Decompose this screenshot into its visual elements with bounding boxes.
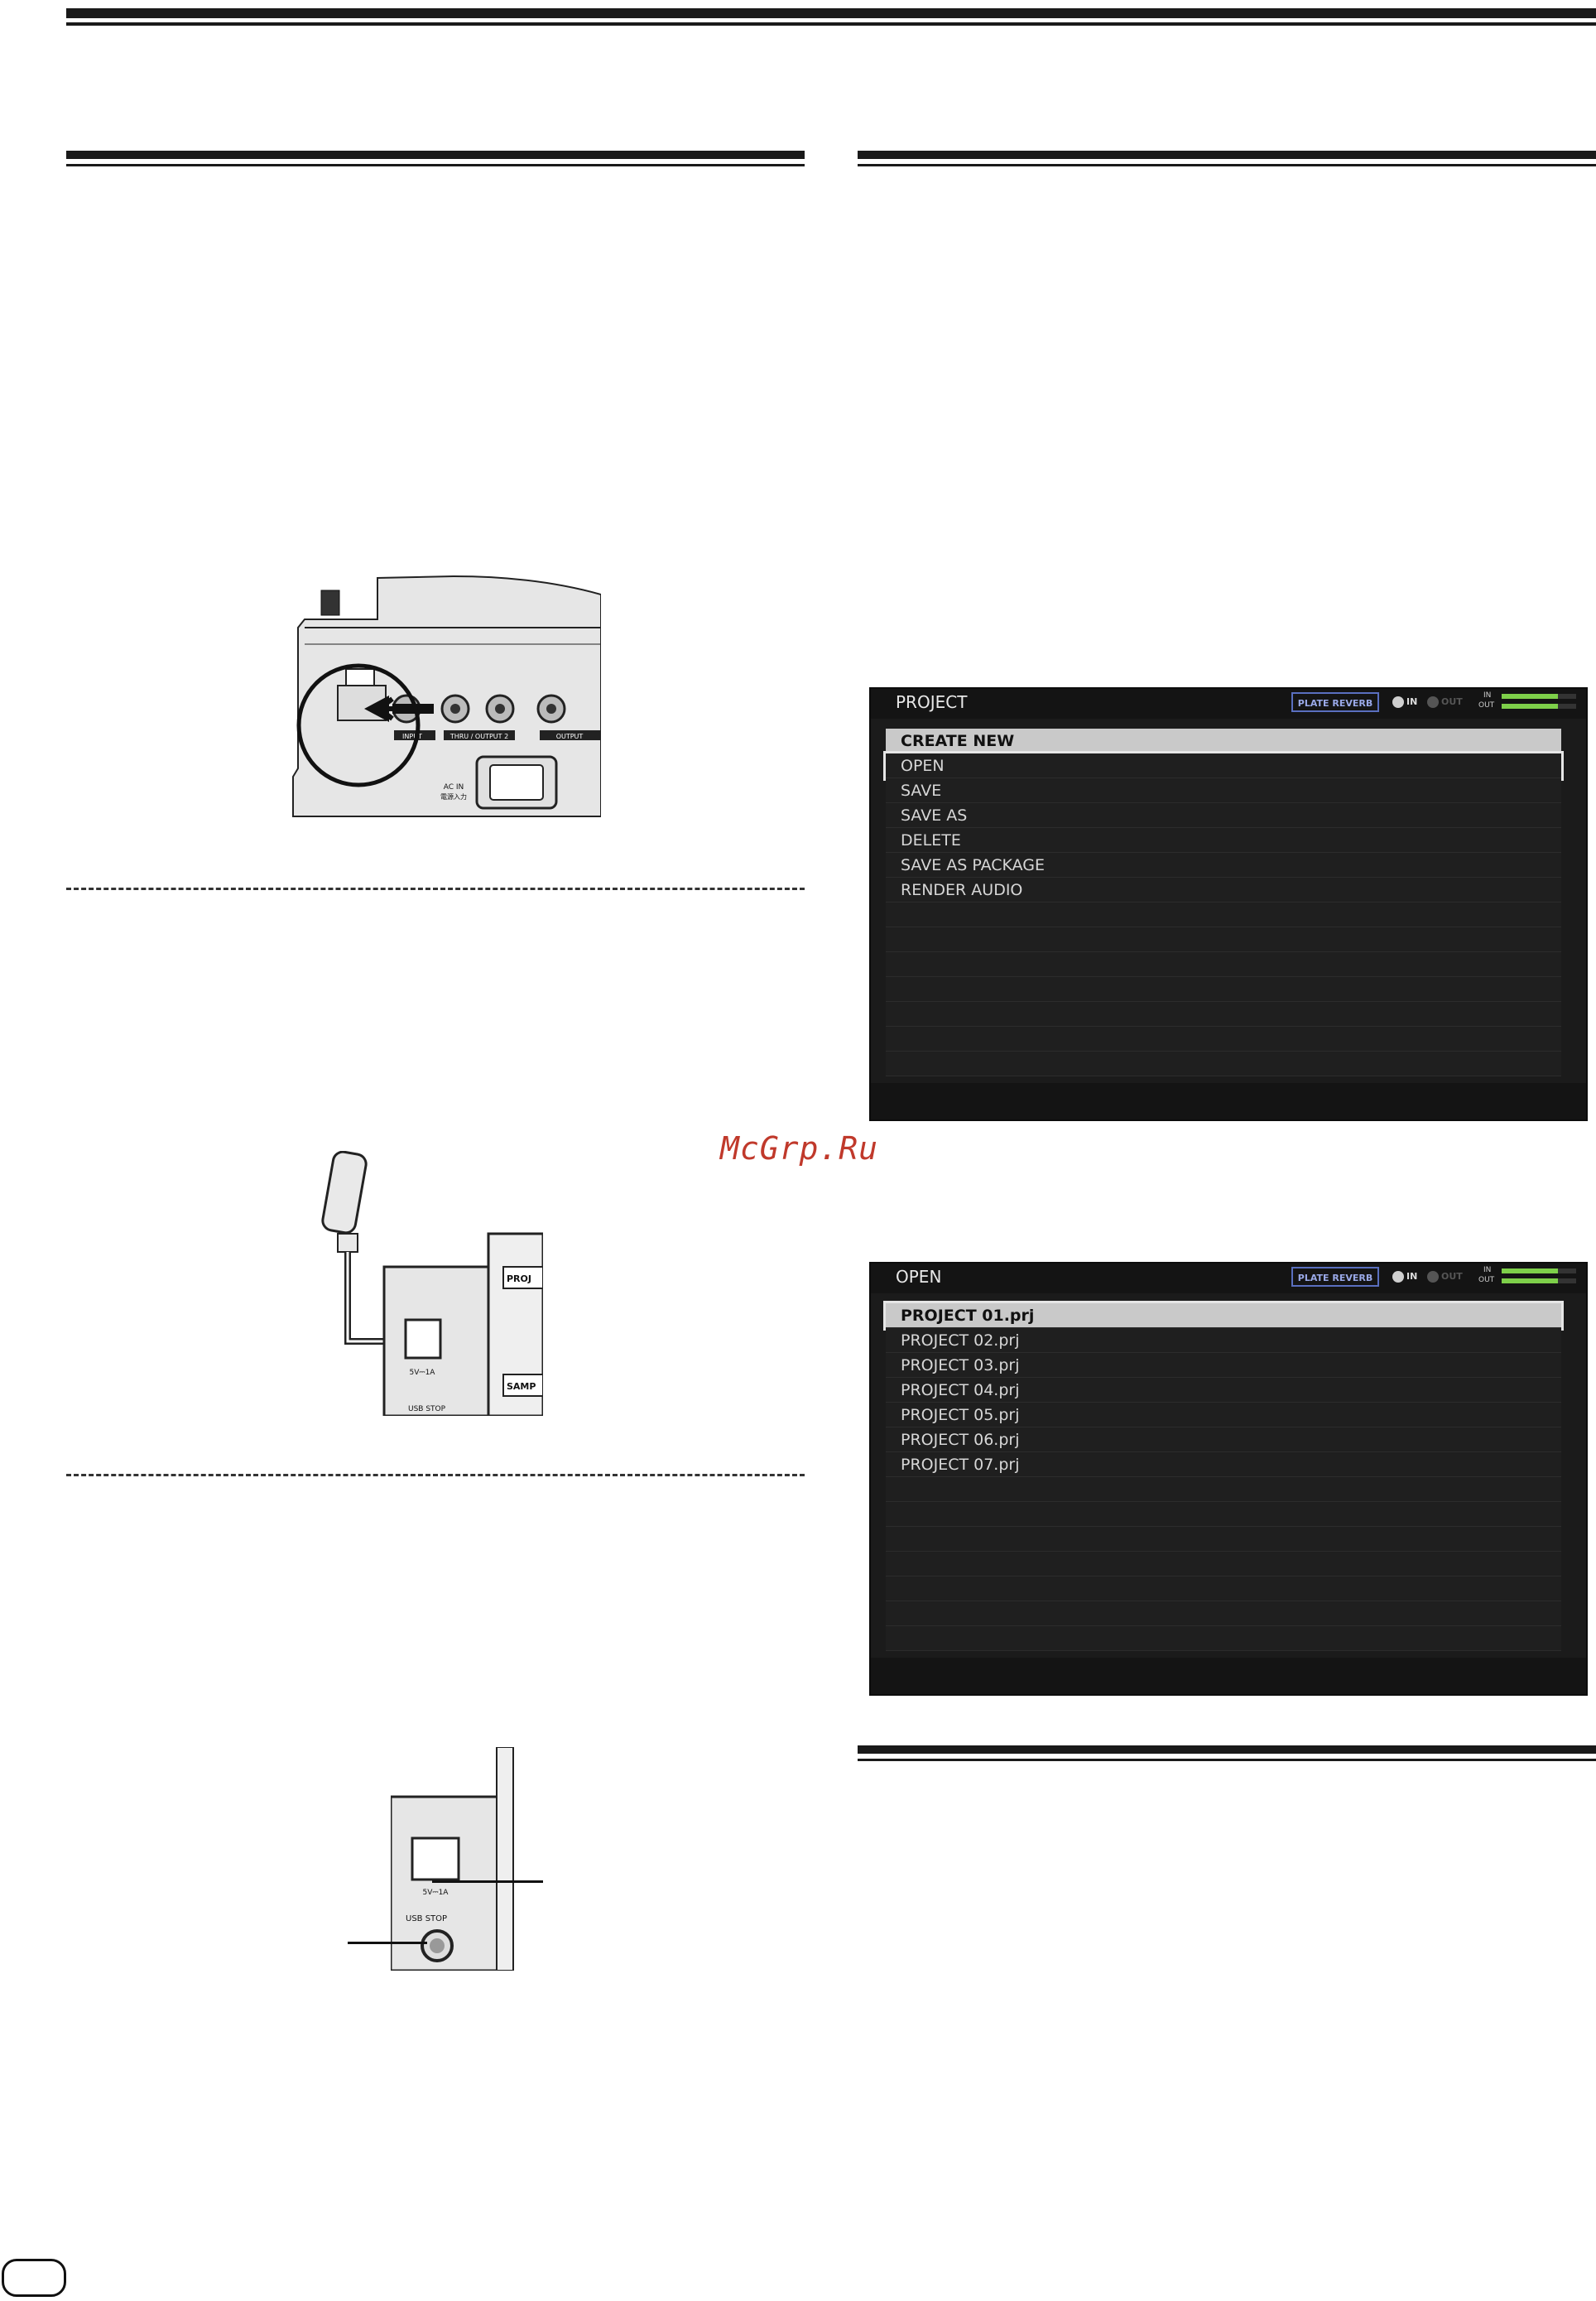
usb-port-callout	[432, 1880, 543, 1883]
open-meter-in	[1502, 1268, 1576, 1273]
empty-list-row	[886, 1601, 1561, 1626]
section-rule-right-2	[858, 1745, 1596, 1754]
open-out-indicator-label: OUT	[1441, 1271, 1463, 1282]
empty-list-row	[886, 1552, 1561, 1577]
empty-list-row	[886, 903, 1561, 927]
ac-in-label-jp: 電源入力	[440, 792, 467, 801]
usb-rating-label: 5V⎓1A	[410, 1369, 436, 1377]
list-item[interactable]: PROJECT 05.prj	[886, 1403, 1561, 1427]
list-item[interactable]: OPEN	[883, 751, 1564, 781]
list-item[interactable]: SAVE AS	[886, 803, 1561, 828]
list-item[interactable]: DELETE	[886, 828, 1561, 853]
project-menu-screen: PROJECT PLATE REVERB IN OUT IN OUT CREAT…	[869, 687, 1588, 1121]
open-screen-header: OPEN PLATE REVERB IN OUT IN OUT	[871, 1264, 1586, 1293]
usb-stop-rating-label: 5V⎓1A	[423, 1889, 449, 1897]
open-fx-badge[interactable]: PLATE REVERB	[1291, 1267, 1379, 1287]
project-screen-title: PROJECT	[896, 692, 968, 712]
project-screen-footer	[871, 1083, 1586, 1119]
section-rule-right-1	[858, 151, 1596, 159]
in-indicator-label: IN	[1406, 696, 1418, 707]
meter-in-label: IN	[1483, 691, 1492, 700]
fx-badge[interactable]: PLATE REVERB	[1291, 692, 1379, 712]
empty-list-row	[886, 1577, 1561, 1601]
usb-stop-button-label: USB STOP	[406, 1914, 447, 1923]
open-out-dot-icon	[1427, 1271, 1439, 1283]
list-item[interactable]: PROJECT 04.prj	[886, 1378, 1561, 1403]
empty-list-row	[886, 1002, 1561, 1027]
open-meter-out-label: OUT	[1478, 1276, 1495, 1284]
meter-in	[1502, 694, 1576, 699]
subsection-dash-2	[66, 1474, 805, 1476]
subsection-dash-1	[66, 888, 805, 890]
list-item[interactable]: PROJECT 02.prj	[886, 1328, 1561, 1353]
out-indicator: OUT	[1427, 696, 1463, 708]
empty-list-row	[886, 1502, 1561, 1527]
output-label: OUTPUT	[556, 733, 584, 740]
meter-out-label: OUT	[1478, 701, 1495, 710]
watermark: McGrp.Ru	[720, 1130, 879, 1167]
empty-list-row	[886, 977, 1561, 1002]
list-item[interactable]: PROJECT 03.prj	[886, 1353, 1561, 1378]
usb-stop-label: USB STOP	[408, 1405, 446, 1413]
in-indicator: IN	[1392, 696, 1417, 708]
open-in-indicator: IN	[1392, 1271, 1417, 1283]
page-language-badge	[2, 2259, 66, 2297]
list-item[interactable]: CREATE NEW	[886, 729, 1561, 753]
project-screen-header: PROJECT PLATE REVERB IN OUT IN OUT	[871, 689, 1586, 719]
open-screen-footer	[871, 1658, 1586, 1694]
sampler-button-label: SAMP	[507, 1381, 536, 1392]
list-item[interactable]: PROJECT 07.prj	[886, 1452, 1561, 1477]
header-rule-thick	[66, 8, 1596, 18]
open-in-dot-icon	[1392, 1271, 1404, 1283]
open-screen-title: OPEN	[896, 1267, 942, 1287]
usb-connect-illustration: 5V⎓1A USB STOP PROJ SAMP	[313, 1151, 543, 1416]
out-indicator-label: OUT	[1441, 696, 1463, 707]
open-in-indicator-label: IN	[1406, 1271, 1418, 1282]
project-button-label: PROJ	[507, 1273, 531, 1284]
empty-list-row	[886, 927, 1561, 952]
empty-list-row	[886, 1052, 1561, 1076]
list-item[interactable]: PROJECT 06.prj	[886, 1427, 1561, 1452]
input-label: INPUT	[402, 733, 422, 740]
section-rule-right-1-thin	[858, 164, 1596, 166]
empty-list-row	[886, 1527, 1561, 1552]
section-rule-left-1-thin	[66, 164, 805, 166]
open-file-screen: OPEN PLATE REVERB IN OUT IN OUT PROJECT …	[869, 1262, 1588, 1696]
thru-output-label: THRU / OUTPUT 2	[449, 733, 508, 740]
usb-stop-callout	[348, 1942, 427, 1944]
usb-stop-illustration: 5V⎓1A USB STOP	[391, 1747, 515, 1971]
out-dot-icon	[1427, 696, 1439, 708]
empty-list-row	[886, 1626, 1561, 1651]
empty-list-row	[886, 1477, 1561, 1502]
section-rule-left-1	[66, 151, 805, 159]
meter-out	[1502, 704, 1576, 709]
empty-list-row	[886, 1027, 1561, 1052]
ac-in-label: AC IN	[444, 783, 464, 792]
empty-list-row	[886, 952, 1561, 977]
list-item[interactable]: SAVE	[886, 778, 1561, 803]
list-item[interactable]: SAVE AS PACKAGE	[886, 853, 1561, 878]
open-meter-out	[1502, 1278, 1576, 1283]
open-meter-in-label: IN	[1483, 1266, 1492, 1274]
open-out-indicator: OUT	[1427, 1271, 1463, 1283]
list-item[interactable]: PROJECT 01.prj	[883, 1301, 1564, 1331]
header-rule-thin	[66, 22, 1596, 26]
section-rule-right-2-thin	[858, 1759, 1596, 1761]
in-dot-icon	[1392, 696, 1404, 708]
rear-panel-illustration: INPUT THRU / OUTPUT 2 OUTPUT AC IN 電源入力	[288, 570, 601, 818]
list-item[interactable]: RENDER AUDIO	[886, 878, 1561, 903]
